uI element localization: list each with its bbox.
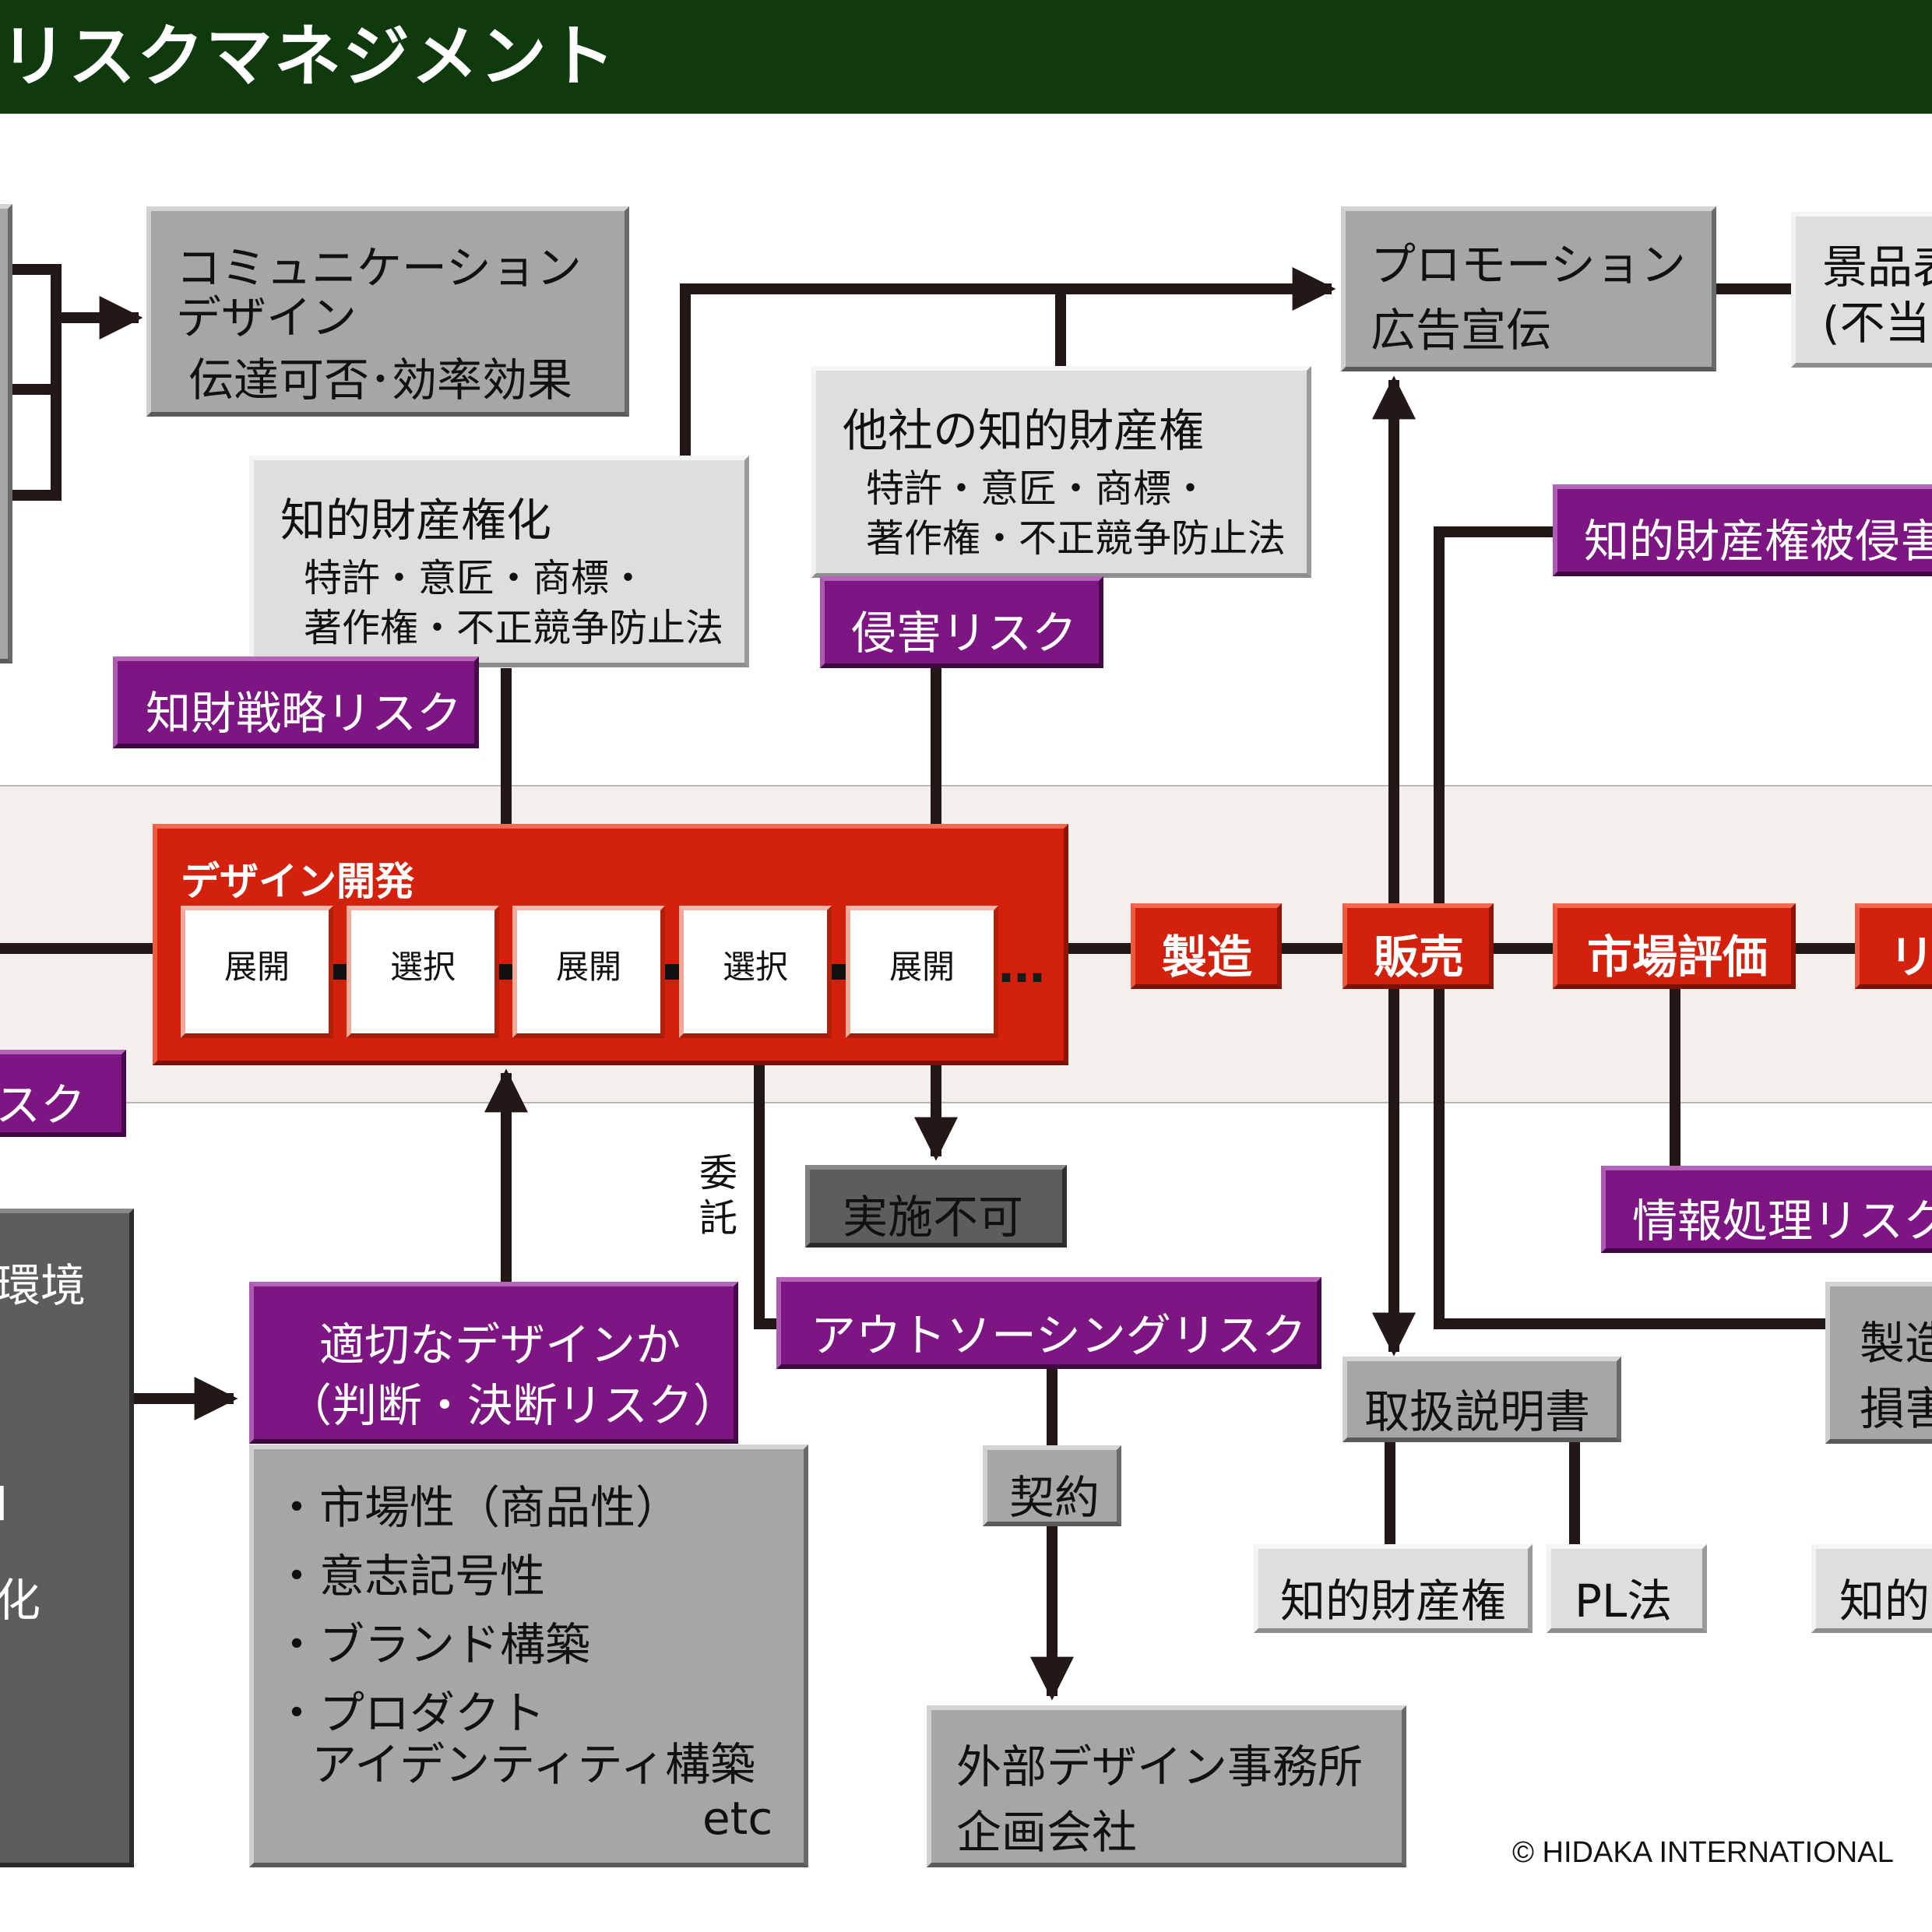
process-cell-tenkai-2-label: 展開 (555, 948, 621, 986)
handan-risk-label: 適切なデザインか （判断・決断リスク） (249, 1282, 738, 1444)
chiteki-partial-text: 知的 (1839, 1575, 1930, 1628)
communication-line2: デザイン (176, 291, 357, 344)
torisetsu-box: 取扱説明書 (1343, 1357, 1621, 1442)
process-cell-sentaku-1-label: 選択 (389, 948, 456, 986)
outsourcing-risk-label: アウトソーシングリスク (776, 1277, 1321, 1369)
process-cell-sentaku-2: 選択 (679, 906, 832, 1038)
communication-line1: コミュニケーション (176, 241, 582, 294)
cell-connector-dot (333, 964, 347, 980)
ip-right-line2: 著作権・不正競争防止法 (304, 606, 724, 650)
connector-left-bracket (0, 264, 62, 501)
process-cell-sentaku-2-label: 選択 (722, 948, 788, 986)
communication-design-box: コミュニケーション デザイン 伝達可否･効率効果 (146, 206, 629, 417)
left-partial-column (0, 204, 12, 663)
process-cell-tenkai-2: 展開 (512, 906, 665, 1038)
chizai-senryaku-risk-label: 知財戦略リスク (113, 656, 479, 748)
left-dark-line1: 環境 (0, 1259, 86, 1312)
chiteki-zaisanken-box: 知的財産権 (1254, 1544, 1533, 1633)
seizo-step-label: 製造 (1162, 931, 1253, 984)
copyright-notice: © HIDAKA INTERNATIONAL (1512, 1836, 1894, 1869)
promotion-line1: プロモーション (1371, 238, 1686, 291)
criteria-item-4: ・プロダクト (274, 1687, 546, 1740)
cell-connector-dot (665, 964, 679, 980)
criteria-item-3: ・ブランド構築 (274, 1618, 591, 1671)
keihin-line2: (不当 (1822, 297, 1930, 350)
last-partial-step: リ (1855, 903, 1932, 989)
criteria-item-1: ・市場性（商品性） (274, 1481, 681, 1534)
keiyaku-box: 契約 (983, 1445, 1121, 1526)
pl-ho-text: PL法 (1575, 1575, 1673, 1628)
other-ip-title: 他社の知的財産権 (843, 404, 1205, 457)
criteria-item-5: アイデンティティ構築 (311, 1738, 756, 1791)
left-dark-line3: l (0, 1478, 9, 1531)
shijo-hyoka-step: 市場評価 (1553, 903, 1796, 989)
other-ip-line1: 特許・意匠・商標・ (866, 466, 1210, 511)
seizo-songai-line2: 損害 (1860, 1382, 1932, 1435)
process-ellipsis: … (998, 939, 1045, 994)
hishingai-risk-text: 知的財産権被侵害 (1584, 515, 1932, 568)
ip-right-title: 知的財産権化 (280, 494, 552, 547)
hishingai-risk-label: 知的財産権被侵害 (1553, 484, 1932, 576)
criteria-etc: etc (702, 1792, 773, 1845)
connector-top-loop (680, 267, 1336, 458)
joho-shori-risk-label: 情報処理リスク (1601, 1166, 1932, 1253)
header-bar (0, 0, 1932, 114)
keihin-line1: 景品表 (1822, 241, 1932, 294)
left-partial-risk-text: スク (0, 1079, 86, 1131)
page-title: リスクマネジメント (0, 18, 617, 96)
handan-risk-line1: 適切なデザインか (319, 1318, 681, 1371)
joho-shori-risk-text: 情報処理リスク (1632, 1195, 1932, 1248)
left-dark-line4: 化 (0, 1574, 41, 1627)
ip-right-line1: 特許・意匠・商標・ (304, 556, 648, 600)
process-cell-sentaku-1: 選択 (347, 906, 499, 1038)
ip-right-box: 知的財産権化 特許・意匠・商標・ 著作権・不正競争防止法 (249, 456, 749, 667)
jisshi-fuka-text: 実施不可 (843, 1191, 1024, 1244)
communication-line3: 伝達可否･効率効果 (188, 354, 573, 406)
cell-connector-dot (832, 964, 846, 980)
last-partial-step-label: リ (1889, 931, 1932, 984)
itaku-label: 委託 (699, 1151, 738, 1240)
process-cell-tenkai-3: 展開 (846, 906, 998, 1038)
process-cell-tenkai-3-label: 展開 (889, 948, 955, 986)
seizo-songai-line1: 製造 (1860, 1317, 1932, 1370)
cell-connector-dot (499, 964, 512, 980)
keiyaku-text: 契約 (1009, 1471, 1100, 1524)
other-company-ip-box: 他社の知的財産権 特許・意匠・商標・ 著作権・不正競争防止法 (811, 366, 1311, 578)
chiteki-zaisanken-text: 知的財産権 (1280, 1575, 1507, 1628)
shijo-hyoka-step-label: 市場評価 (1587, 931, 1768, 984)
external-line2: 企画会社 (956, 1806, 1138, 1859)
handan-risk-line2: （判断・決断リスク） (287, 1379, 739, 1432)
chizai-senryaku-risk-text: 知財戦略リスク (146, 687, 463, 740)
hanbai-step: 販売 (1343, 903, 1494, 989)
process-cell-tenkai-1: 展開 (181, 906, 333, 1038)
hanbai-step-label: 販売 (1374, 931, 1465, 984)
seizo-step: 製造 (1131, 903, 1282, 989)
jisshi-fuka-box: 実施不可 (805, 1165, 1067, 1248)
keihin-box: 景品表 (不当 (1791, 212, 1932, 368)
criteria-item-2: ・意志記号性 (274, 1550, 546, 1603)
outsourcing-risk-text: アウトソーシングリスク (811, 1309, 1307, 1362)
criteria-box: ・市場性（商品性） ・意志記号性 ・ブランド構築 ・プロダクト アイデンティティ… (249, 1445, 808, 1867)
seizo-songai-box: 製造 損害 (1825, 1282, 1932, 1444)
shingai-risk-label: 侵害リスク (820, 576, 1103, 668)
shingai-risk-text: 侵害リスク (851, 607, 1078, 660)
external-line1: 外部デザイン事務所 (956, 1740, 1364, 1793)
connector-itaku (754, 1063, 779, 1329)
design-development-title: デザイン開発 (181, 859, 414, 904)
external-design-office-box: 外部デザイン事務所 企画会社 (927, 1705, 1406, 1867)
chiteki-partial-box: 知的 (1811, 1544, 1932, 1633)
promotion-box: プロモーション 広告宣伝 (1341, 206, 1716, 371)
pl-ho-box: PL法 (1547, 1544, 1707, 1633)
left-dark-box: 環境 l 化 (0, 1209, 134, 1867)
process-cell-tenkai-1-label: 展開 (223, 948, 290, 986)
promotion-line2: 広告宣伝 (1371, 304, 1552, 357)
other-ip-line2: 著作権・不正競争防止法 (866, 516, 1286, 561)
torisetsu-text: 取扱説明書 (1364, 1385, 1591, 1438)
left-partial-risk-label: スク (0, 1050, 126, 1137)
